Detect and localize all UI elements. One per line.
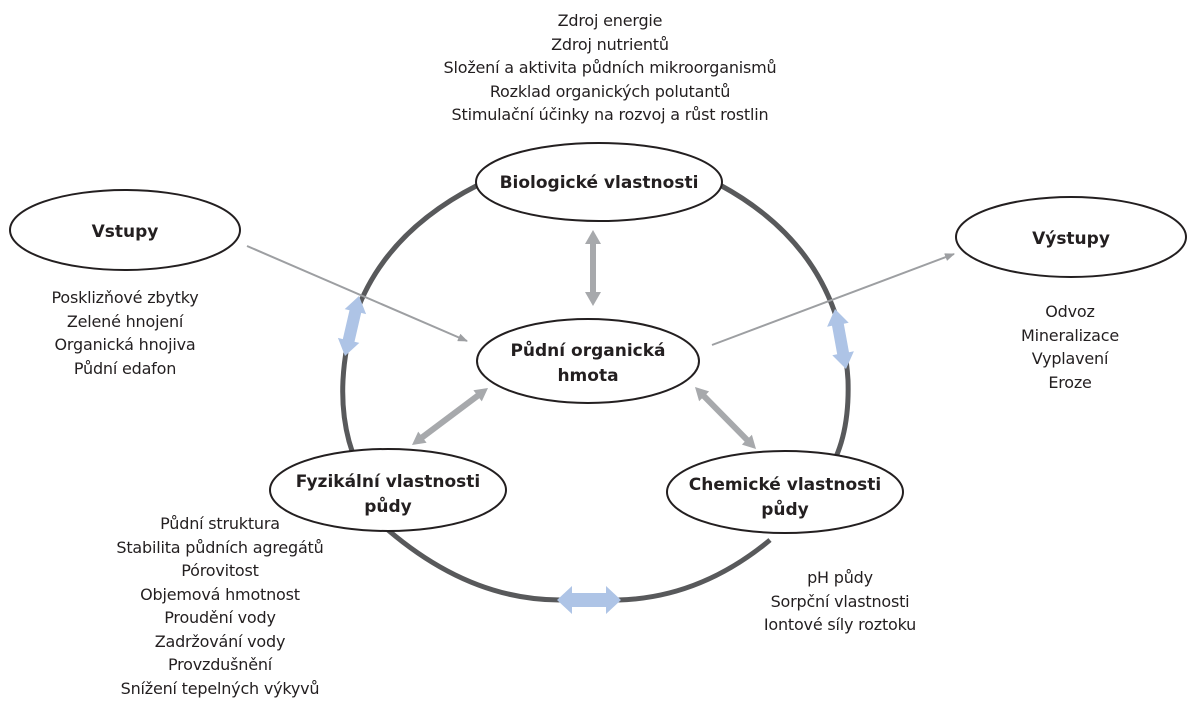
- node-biological-properties: Biologické vlastnosti: [475, 142, 723, 222]
- node-physical-properties: Fyzikální vlastnosti půdy: [269, 448, 507, 532]
- list-item: Posklizňové zbytky: [51, 288, 199, 307]
- exchange-arrow-phys-chem: [557, 586, 621, 614]
- list-item: Rozklad organických polutantů: [489, 81, 731, 101]
- center-to-outputs-arrow: [711, 253, 955, 346]
- center-chemical-arrow: [695, 387, 756, 449]
- node-center-label-line1: Půdní organická: [510, 339, 665, 361]
- node-physical-label-line2: půdy: [364, 495, 412, 517]
- list-item: Sorpční vlastnosti: [770, 591, 910, 611]
- list-item: Snížení tepelných výkyvů: [120, 678, 320, 698]
- node-outputs: Výstupy: [955, 196, 1187, 278]
- list-item: Pórovitost: [181, 561, 259, 580]
- list-item: Složení a aktivita půdních mikroorganism…: [443, 58, 777, 77]
- list-item: Zdroj nutrientů: [551, 34, 669, 54]
- node-physical-label-line1: Fyzikální vlastnosti: [296, 472, 480, 492]
- list-item: Zelené hnojení: [66, 311, 184, 331]
- list-item: Proudění vody: [164, 608, 276, 627]
- list-item: Organická hnojiva: [54, 335, 196, 354]
- node-chemical-label-line1: Chemické vlastnosti: [689, 475, 882, 495]
- center-bio-arrow: [585, 230, 601, 306]
- ring-arc-bio-phys: [340, 182, 480, 487]
- node-soil-organic-matter: Půdní organická hmota: [476, 318, 700, 404]
- inputs-list: Posklizňové zbytky Zelené hnojení Organi…: [10, 286, 240, 380]
- outputs-list: Odvoz Mineralizace Vyplavení Eroze: [990, 300, 1150, 394]
- list-item: Iontové síly roztoku: [763, 615, 917, 634]
- physical-properties-list: Půdní struktura Stabilita půdních agregá…: [90, 512, 350, 700]
- ring-arc-phys-chem: [386, 528, 772, 603]
- list-item: Zdroj energie: [557, 11, 663, 30]
- list-item: Objemová hmotnost: [140, 584, 300, 604]
- list-item: Eroze: [1048, 372, 1092, 392]
- node-biological-label: Biologické vlastnosti: [500, 173, 699, 193]
- node-inputs-label: Vstupy: [92, 222, 159, 242]
- inputs-to-center-arrow: [246, 245, 468, 342]
- node-center-label-line2: hmota: [557, 366, 618, 386]
- list-item: Stimulační účinky na rozvoj a růst rostl…: [451, 105, 769, 124]
- list-item: Půdní edafon: [73, 358, 177, 378]
- list-item: Zadržování vody: [154, 631, 286, 651]
- node-chemical-properties: Chemické vlastnosti půdy: [666, 450, 904, 534]
- list-item: pH půdy: [807, 568, 873, 587]
- node-outputs-label: Výstupy: [1032, 229, 1110, 249]
- chemical-properties-list: pH půdy Sorpční vlastnosti Iontové síly …: [735, 566, 945, 637]
- list-item: Provzdušnění: [167, 655, 273, 674]
- center-physical-arrow: [412, 388, 488, 445]
- list-item: Půdní struktura: [160, 514, 280, 533]
- biological-properties-list: Zdroj energie Zdroj nutrientů Složení a …: [400, 9, 820, 127]
- node-chemical-label-line2: půdy: [761, 498, 809, 520]
- list-item: Stabilita půdních agregátů: [116, 537, 324, 557]
- exchange-arrow-bio-phys: [337, 296, 367, 356]
- list-item: Odvoz: [1045, 302, 1095, 321]
- list-item: Vyplavení: [1031, 349, 1109, 368]
- node-inputs: Vstupy: [9, 189, 241, 271]
- exchange-arrow-bio-chem: [827, 309, 854, 369]
- list-item: Mineralizace: [1021, 325, 1119, 345]
